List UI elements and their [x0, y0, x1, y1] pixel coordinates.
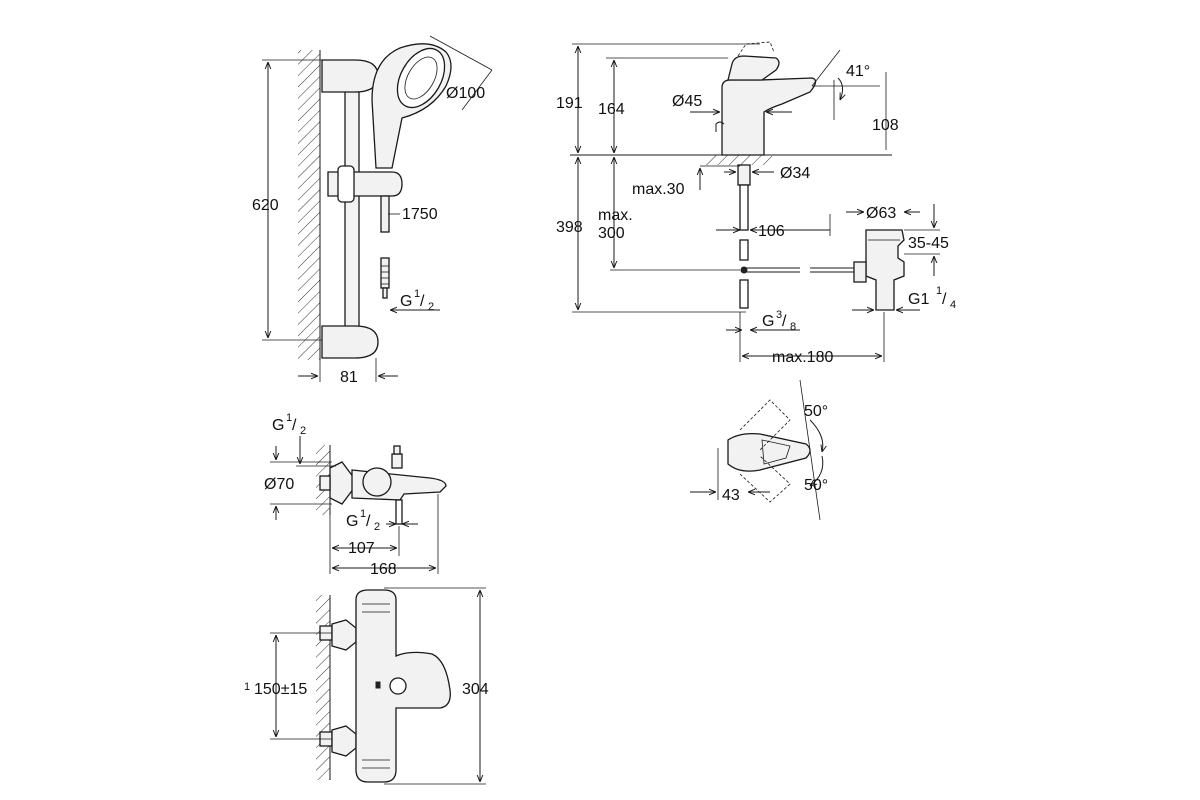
dim-lever-angle-down: 50° [804, 477, 828, 494]
dim-supply-thread: G [762, 313, 774, 330]
dim-lever-offset: 43 [722, 487, 740, 504]
frac-num: 1 [286, 412, 292, 424]
svg-text:/: / [420, 293, 425, 310]
dim-spacing: 106 [758, 223, 785, 240]
dim-outlet-distance: 107 [348, 540, 375, 557]
dim-shower-connection-g: G [400, 293, 412, 310]
dim-inlet-centres: 150±15 [254, 681, 307, 698]
dim-waste-range: 35-45 [908, 235, 949, 252]
dim-waste-diameter: Ø63 [866, 205, 896, 222]
lever-top-view: 50° 50° 43 [690, 379, 828, 521]
dim-hose-max-value: 300 [598, 225, 625, 242]
frac-num: 3 [776, 309, 782, 321]
frac-den: 2 [374, 521, 380, 533]
lever-top [727, 432, 811, 472]
pop-up-waste [865, 229, 905, 311]
dim-head-diameter: Ø100 [446, 85, 485, 102]
frac-den: 8 [790, 321, 796, 333]
bath-outlet [395, 499, 403, 525]
dim-reach: 108 [872, 117, 899, 134]
dim-wall-offset: 81 [340, 369, 358, 386]
dim-bath-outlet: G [346, 513, 358, 530]
bath-mixer-side-view: G 1 / 2 Ø70 G 1 / 2 107 168 [264, 412, 447, 578]
dim-projection: 168 [370, 561, 397, 578]
dim-deck-thickness: max.30 [632, 181, 685, 198]
rail-bracket-top [321, 59, 379, 93]
diverter-knob [362, 467, 392, 497]
frac-den: 2 [428, 301, 434, 313]
svg-text:/: / [292, 417, 297, 434]
dim-waste-thread: G1 [908, 291, 929, 308]
shower-set-view: 620 1750 Ø100 G 1 / 2 81 [252, 35, 493, 386]
rosette [329, 461, 355, 505]
frac-num: 1 [360, 508, 366, 520]
dim-below-height: 398 [556, 219, 583, 236]
frac-den: 2 [300, 425, 306, 437]
deck-hatch [706, 155, 772, 165]
basin-mixer-view: 191 164 Ø45 41° 108 Ø34 max.30 398 max. [556, 41, 956, 366]
supply-hose [739, 184, 749, 231]
wall-hatch-thermostat [316, 595, 330, 780]
dim-bath-inlet: G [272, 417, 284, 434]
dim-max-offset: max.180 [772, 349, 833, 366]
dim-hole-diameter: Ø34 [780, 165, 810, 182]
dim-lever-angle-up: 50° [804, 403, 828, 420]
thermostat-front-view: 1 150±15 304 [244, 587, 489, 785]
dim-body-diameter: Ø45 [672, 93, 702, 110]
dim-swivel-angle: 41° [846, 63, 870, 80]
frac-den: 4 [950, 299, 956, 311]
dim-spout-height: 164 [598, 101, 625, 118]
dim-hose-length: 1750 [402, 206, 438, 223]
mixer-lever [727, 55, 780, 81]
dim-total-height: 191 [556, 95, 583, 112]
dim-hose-max-label: max. [598, 207, 633, 224]
svg-text:/: / [782, 313, 787, 330]
dim-thermostat-height: 304 [462, 681, 489, 698]
dim-rosette-diameter: Ø70 [264, 476, 294, 493]
wall-hatch [298, 50, 320, 360]
dim-inlet-mark: 1 [244, 681, 250, 693]
basin-mixer-body [721, 77, 817, 156]
shower-rail [344, 79, 360, 336]
frac-num: 1 [936, 285, 942, 297]
svg-text:/: / [942, 291, 947, 308]
svg-text:/: / [366, 513, 371, 530]
rail-bracket-bottom [321, 325, 379, 359]
frac-num: 1 [414, 288, 420, 300]
shower-hose [380, 195, 390, 233]
dim-shower-height: 620 [252, 197, 279, 214]
